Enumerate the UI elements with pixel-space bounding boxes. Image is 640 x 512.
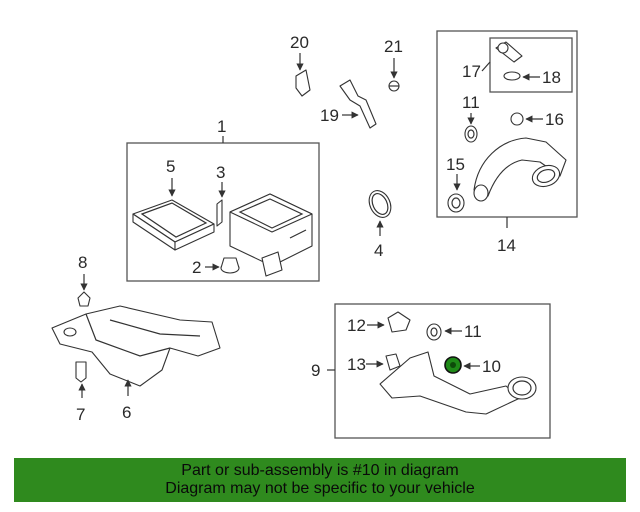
grommet-11-lower[interactable] bbox=[426, 323, 442, 341]
banner-line-2: Diagram may not be specific to your vehi… bbox=[165, 480, 475, 497]
seal-15[interactable] bbox=[447, 193, 465, 213]
sensor-12[interactable] bbox=[387, 311, 411, 333]
lower-duct-box bbox=[334, 303, 551, 439]
callout-17[interactable]: 17 bbox=[462, 62, 481, 81]
hose-clamp[interactable] bbox=[365, 187, 395, 221]
bracket-20[interactable] bbox=[295, 69, 311, 97]
callout-11-top[interactable]: 11 bbox=[462, 93, 480, 112]
callout-10[interactable]: 10 bbox=[482, 357, 501, 376]
callout-9[interactable]: 9 bbox=[311, 361, 320, 380]
callout-12[interactable]: 12 bbox=[347, 316, 366, 335]
air-filter-element[interactable] bbox=[132, 199, 215, 251]
callout-8[interactable]: 8 bbox=[78, 253, 87, 272]
callout-20[interactable]: 20 bbox=[290, 33, 309, 52]
intake-duct-14[interactable] bbox=[473, 137, 567, 202]
bolt-21[interactable] bbox=[388, 80, 400, 92]
callout-18[interactable]: 18 bbox=[542, 68, 561, 87]
callout-5[interactable]: 5 bbox=[166, 157, 175, 176]
lower-duct-9[interactable] bbox=[379, 351, 537, 415]
callout-19[interactable]: 19 bbox=[320, 106, 339, 125]
callout-1[interactable]: 1 bbox=[217, 117, 226, 136]
cap-16[interactable] bbox=[510, 112, 524, 126]
parts-diagram: 1 5 3 2 4 20 19 bbox=[51, 30, 578, 439]
callout-2[interactable]: 2 bbox=[192, 258, 201, 277]
grommet[interactable] bbox=[220, 257, 240, 274]
air-cleaner-housing[interactable] bbox=[229, 193, 313, 277]
callout-11-lower[interactable]: 11 bbox=[464, 322, 482, 341]
highlighted-part-10[interactable] bbox=[444, 356, 462, 374]
callout-16[interactable]: 16 bbox=[545, 110, 564, 129]
callout-13[interactable]: 13 bbox=[347, 355, 366, 374]
banner-line-1: Part or sub-assembly is #10 in diagram bbox=[181, 462, 459, 479]
callout-7[interactable]: 7 bbox=[76, 405, 85, 424]
sensor-17[interactable] bbox=[495, 41, 523, 63]
callout-4[interactable]: 4 bbox=[374, 241, 383, 260]
callout-14[interactable]: 14 bbox=[497, 236, 516, 255]
filter-clip[interactable] bbox=[216, 199, 223, 227]
sub-box-17 bbox=[489, 37, 573, 93]
clip-8[interactable] bbox=[77, 291, 91, 307]
callout-6[interactable]: 6 bbox=[122, 403, 131, 422]
grommet-13[interactable] bbox=[385, 353, 401, 371]
callout-21[interactable]: 21 bbox=[384, 37, 403, 56]
o-ring-18[interactable] bbox=[503, 71, 521, 81]
grommet-11-top[interactable] bbox=[464, 125, 478, 143]
info-banner: Part or sub-assembly is #10 in diagram D… bbox=[14, 458, 626, 502]
fastener-7[interactable] bbox=[75, 361, 87, 383]
callout-3[interactable]: 3 bbox=[216, 163, 225, 182]
callout-15[interactable]: 15 bbox=[446, 155, 465, 174]
bracket-19[interactable] bbox=[339, 79, 377, 129]
air-duct-6[interactable] bbox=[51, 305, 221, 387]
